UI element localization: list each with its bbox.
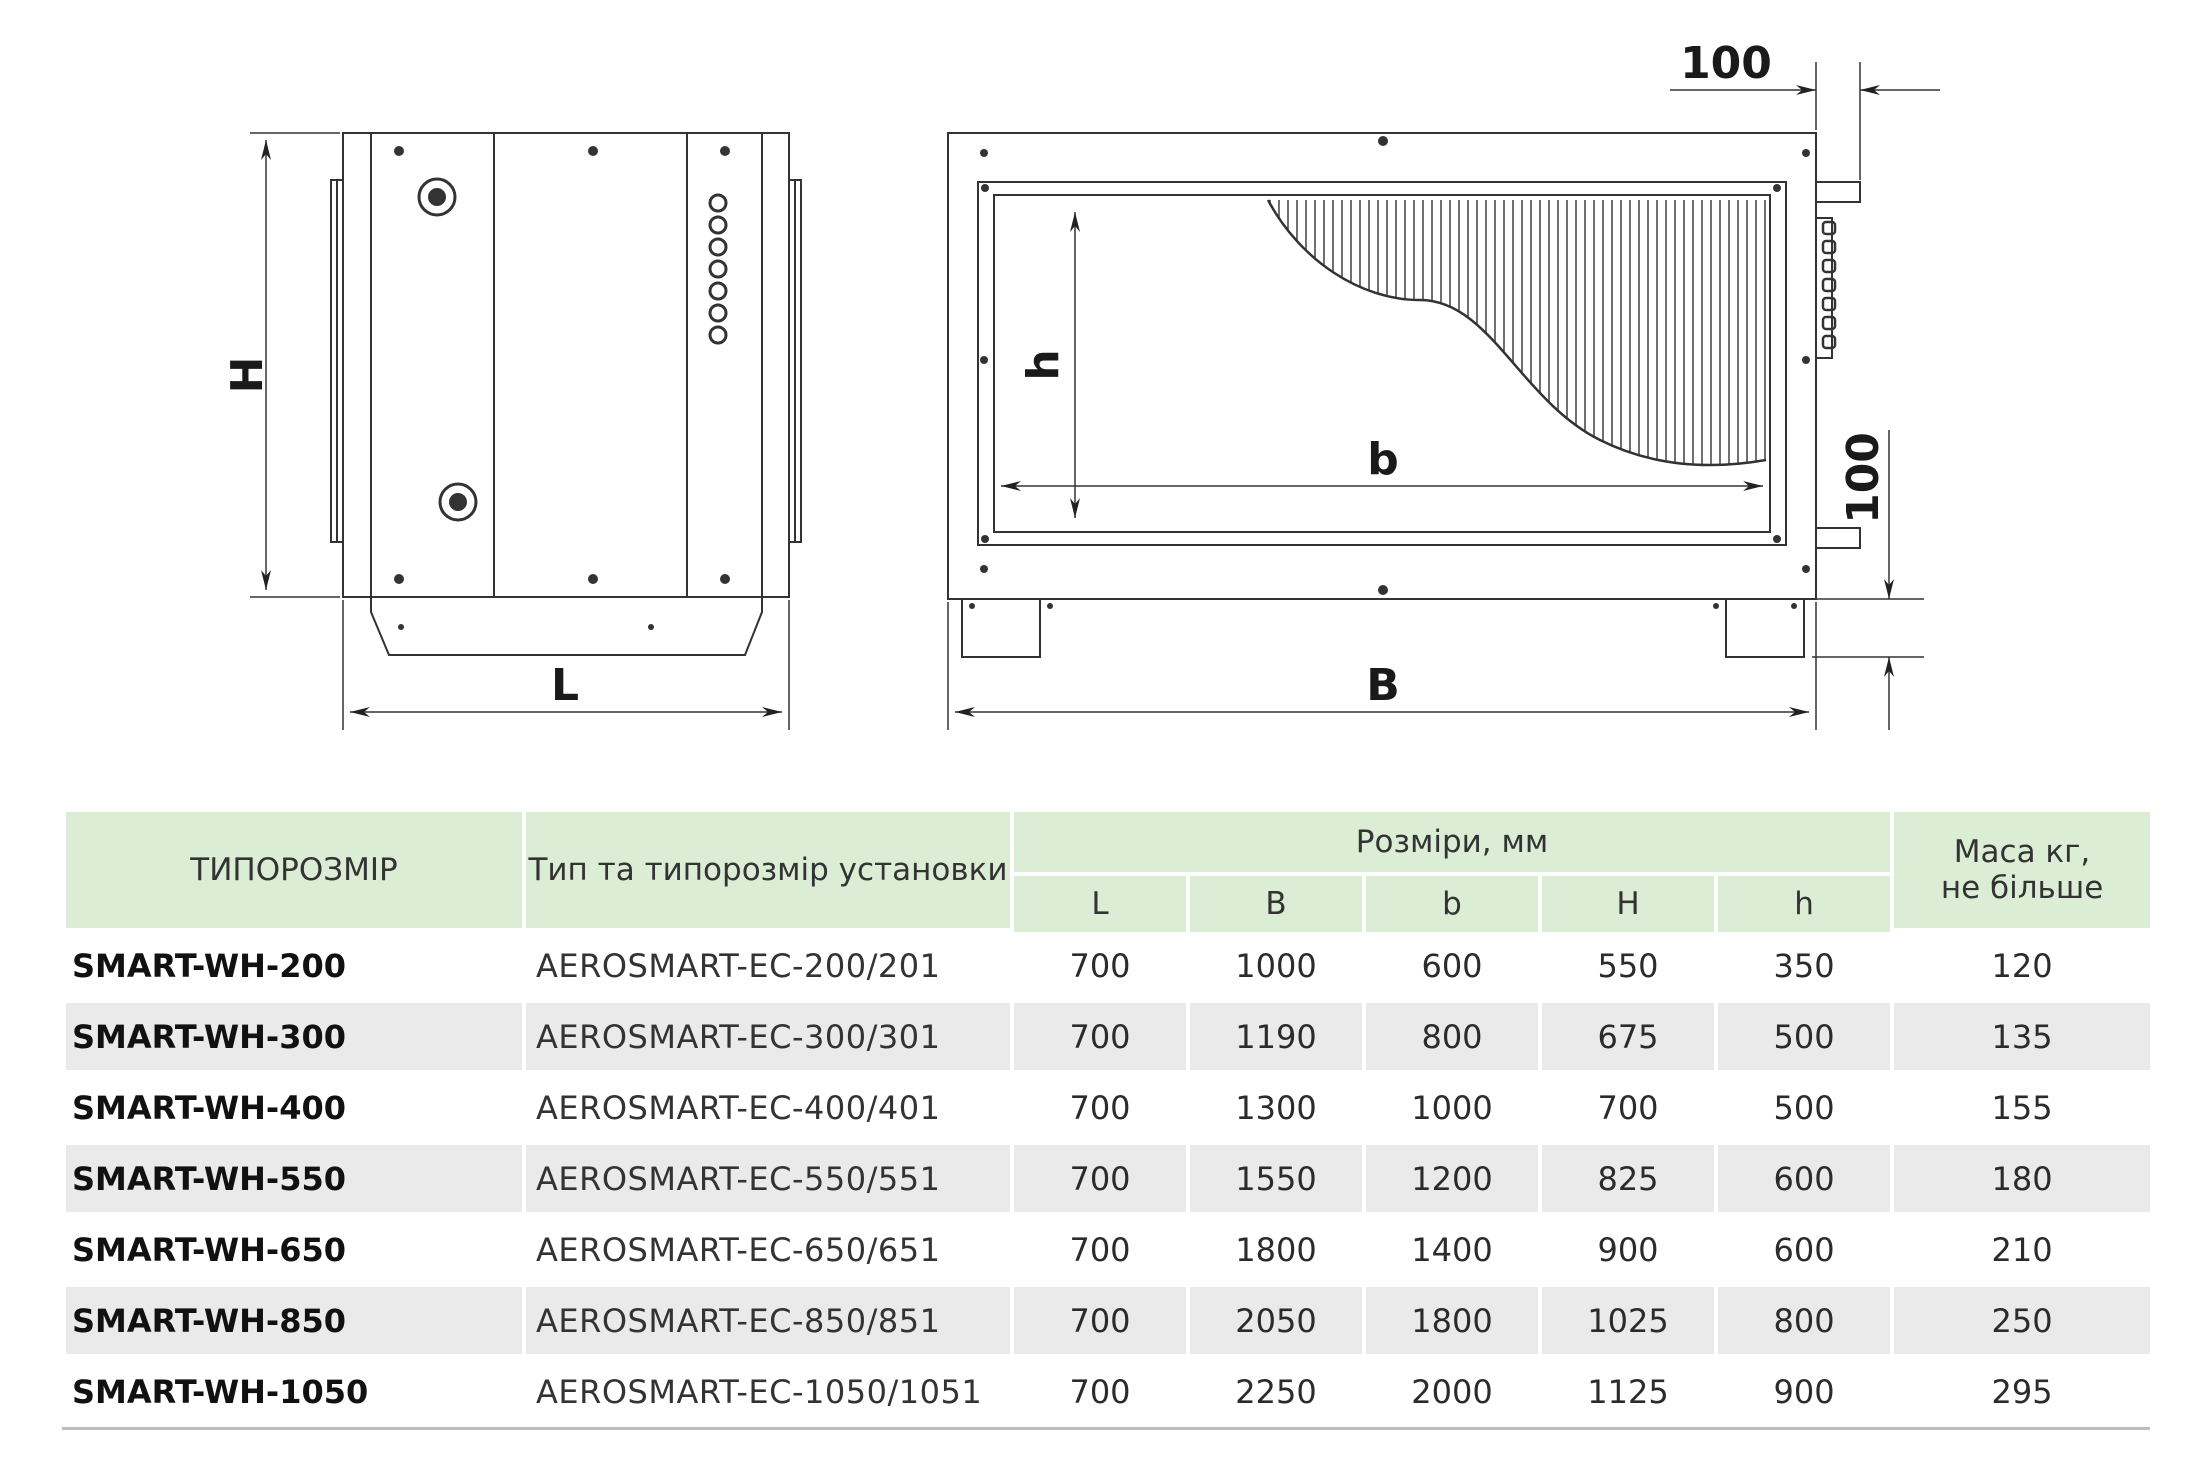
specifications-table: ТИПОРОЗМІР Тип та типорозмір установки Р… <box>62 812 2154 1425</box>
cell-unit: AEROSMART-EC-850/851 <box>526 1287 1010 1354</box>
table-row: SMART-WH-650 AEROSMART-EC-650/651 700 1800 1… <box>66 1216 2150 1283</box>
cell-unit: AEROSMART-EC-200/201 <box>536 946 941 985</box>
table-row: SMART-WH-1050 AEROSMART-EC-1050/1051 700 22… <box>66 1358 2150 1425</box>
cell-b-inner: 1000 <box>1411 1088 1493 1127</box>
cell-h: 1125 <box>1587 1372 1669 1411</box>
cell-model: SMART-WH-550 <box>66 1145 522 1212</box>
cell-unit: AEROSMART-EC-300/301 <box>526 1003 1010 1070</box>
cell-l: 700 <box>1014 1287 1186 1354</box>
label-b: b <box>1367 434 1399 485</box>
header-size: ТИПОРОЗМІР <box>66 812 522 932</box>
dimension-top-100 <box>1670 62 1940 180</box>
cell-unit: AEROSMART-EC-1050/1051 <box>536 1372 983 1411</box>
technical-drawing: H L <box>222 38 1940 730</box>
cell-mass: 295 <box>1991 1372 2053 1411</box>
cell-b-inner: 600 <box>1421 946 1483 985</box>
cell-mass: 135 <box>1894 1003 2151 1070</box>
cell-h-inner: 900 <box>1773 1372 1835 1411</box>
cell-mass: 250 <box>1894 1287 2151 1354</box>
cell-b-inner: 2000 <box>1411 1372 1493 1411</box>
cell-b-inner: 800 <box>1366 1003 1538 1070</box>
header-mass-line2: не більше <box>1940 870 2104 906</box>
cell-l: 700 <box>1069 1372 1131 1411</box>
cell-model: SMART-WH-400 <box>72 1088 346 1127</box>
cell-h-inner: 600 <box>1718 1145 1891 1212</box>
table-body: SMART-WH-200 AEROSMART-EC-200/201 700 1000 6… <box>66 932 2151 1425</box>
table-row: SMART-WH-200 AEROSMART-EC-200/201 700 1000 6… <box>66 932 2150 999</box>
cell-b: 1800 <box>1235 1230 1317 1269</box>
table-bottom-rule <box>62 1427 2150 1430</box>
dimension-H <box>250 132 340 598</box>
cell-l: 700 <box>1069 1230 1131 1269</box>
cell-h: 900 <box>1597 1230 1659 1269</box>
label-side-100: 100 <box>1838 432 1889 524</box>
cell-h: 1025 <box>1542 1287 1714 1354</box>
header-mass-line1: Маса кг, <box>1953 834 2091 870</box>
cell-model: SMART-WH-850 <box>66 1287 522 1354</box>
header-h: h <box>1718 876 1891 932</box>
cell-model: SMART-WH-200 <box>72 946 346 985</box>
header-B: B <box>1190 876 1362 932</box>
label-h: h <box>1018 349 1069 380</box>
cell-l: 700 <box>1069 946 1131 985</box>
cell-model: SMART-WH-300 <box>66 1003 522 1070</box>
cell-b: 1300 <box>1235 1088 1317 1127</box>
cell-unit: AEROSMART-EC-550/551 <box>526 1145 1010 1212</box>
cell-h: 675 <box>1542 1003 1714 1070</box>
header-b: b <box>1366 876 1538 932</box>
cell-mass: 180 <box>1894 1145 2151 1212</box>
cell-unit: AEROSMART-EC-650/651 <box>536 1230 941 1269</box>
cell-mass: 120 <box>1991 946 2053 985</box>
cable-glands <box>708 193 728 345</box>
cell-h: 825 <box>1542 1145 1714 1212</box>
header-L: L <box>1014 876 1186 932</box>
cell-mass: 155 <box>1991 1088 2053 1127</box>
cell-h-inner: 350 <box>1773 946 1835 985</box>
cell-model: SMART-WH-1050 <box>72 1372 369 1411</box>
dimension-B <box>947 602 1817 730</box>
header-mass: Маса кг, не більше <box>1894 812 2151 932</box>
header-dimensions: Розміри, мм <box>1014 812 1891 877</box>
cell-l: 700 <box>1069 1088 1131 1127</box>
cell-b: 1000 <box>1235 946 1317 985</box>
cell-mass: 210 <box>1991 1230 2053 1269</box>
cell-unit: AEROSMART-EC-400/401 <box>536 1088 941 1127</box>
cell-b: 1550 <box>1190 1145 1362 1212</box>
cell-b: 2250 <box>1235 1372 1317 1411</box>
cell-h: 550 <box>1597 946 1659 985</box>
cell-model: SMART-WH-650 <box>72 1230 346 1269</box>
front-view <box>947 132 1861 658</box>
cell-l: 700 <box>1014 1145 1186 1212</box>
cell-b-inner: 1400 <box>1411 1230 1493 1269</box>
header-H: H <box>1542 876 1714 932</box>
front-screws <box>969 136 1810 609</box>
table-row: SMART-WH-400 AEROSMART-EC-400/401 700 1300 1… <box>66 1074 2150 1141</box>
table-header: ТИПОРОЗМІР Тип та типорозмір установки Р… <box>66 812 2151 932</box>
cell-h-inner: 600 <box>1773 1230 1835 1269</box>
cell-b-inner: 1800 <box>1366 1287 1538 1354</box>
dimension-side-100 <box>1812 430 1924 730</box>
cell-b: 1190 <box>1190 1003 1362 1070</box>
cell-h-inner: 800 <box>1718 1287 1891 1354</box>
side-view <box>330 132 802 656</box>
label-H: H <box>222 357 273 394</box>
cell-b-inner: 1200 <box>1366 1145 1538 1212</box>
cell-h: 700 <box>1597 1088 1659 1127</box>
label-L: L <box>551 660 579 711</box>
screws <box>394 146 730 630</box>
label-B: B <box>1366 660 1400 711</box>
cell-b: 2050 <box>1190 1287 1362 1354</box>
label-top-100: 100 <box>1680 38 1772 89</box>
cell-h-inner: 500 <box>1773 1088 1835 1127</box>
dimension-L <box>342 600 790 730</box>
cell-l: 700 <box>1014 1003 1186 1070</box>
cell-h-inner: 500 <box>1718 1003 1891 1070</box>
header-unit-type: Тип та типорозмір установки <box>526 812 1010 932</box>
